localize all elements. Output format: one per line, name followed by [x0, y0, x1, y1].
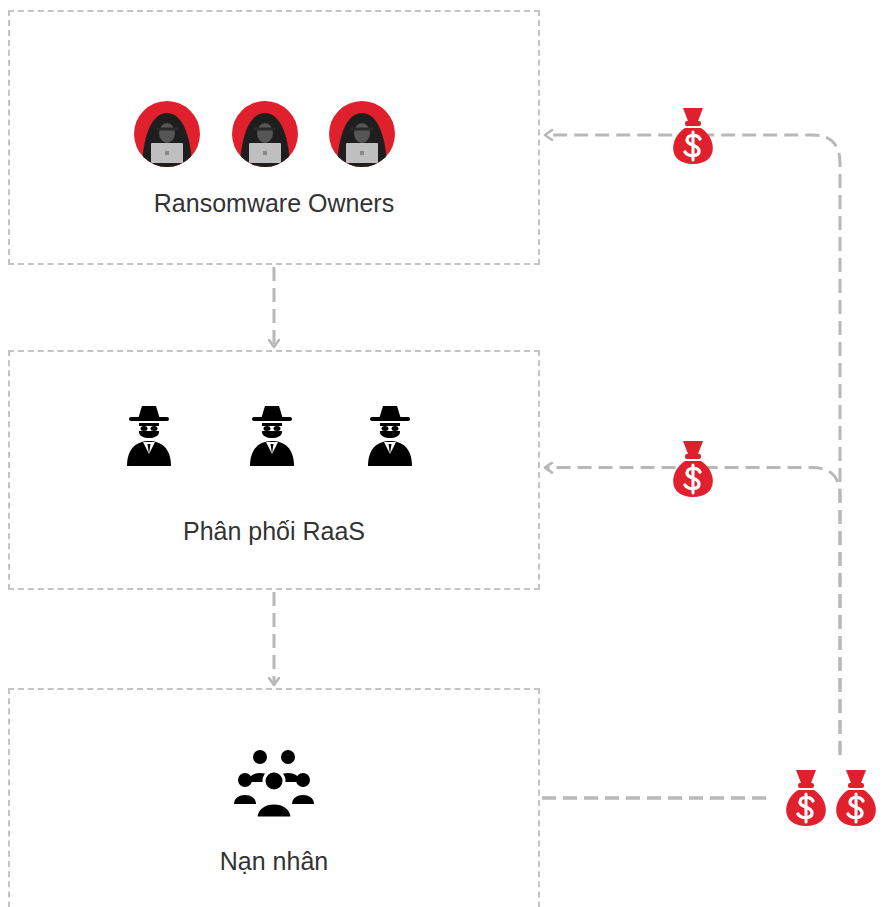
spy-icon	[250, 406, 294, 466]
money-bag	[673, 108, 713, 164]
victims-icon	[234, 750, 314, 818]
box-label: Phân phối RaaS	[10, 516, 538, 546]
flow-arrow	[273, 592, 276, 685]
spy-icon	[127, 406, 171, 466]
hacker-avatar	[134, 101, 200, 171]
flow-arrow	[273, 267, 276, 347]
process-box: Ransomware Owners	[8, 10, 540, 265]
box-label: Nạn nhân	[10, 846, 538, 876]
flow-arrow	[542, 135, 840, 798]
flow-arrow	[542, 468, 840, 798]
hacker-avatar	[232, 101, 298, 171]
money-bag	[673, 441, 713, 497]
spy-icon	[368, 406, 412, 466]
box-label: Ransomware Owners	[10, 188, 538, 218]
process-box: Nạn nhân	[8, 688, 540, 907]
hacker-avatar	[329, 101, 395, 171]
money-bag	[836, 770, 876, 826]
money-bag	[786, 770, 826, 826]
process-box: Phân phối RaaS	[8, 350, 540, 590]
